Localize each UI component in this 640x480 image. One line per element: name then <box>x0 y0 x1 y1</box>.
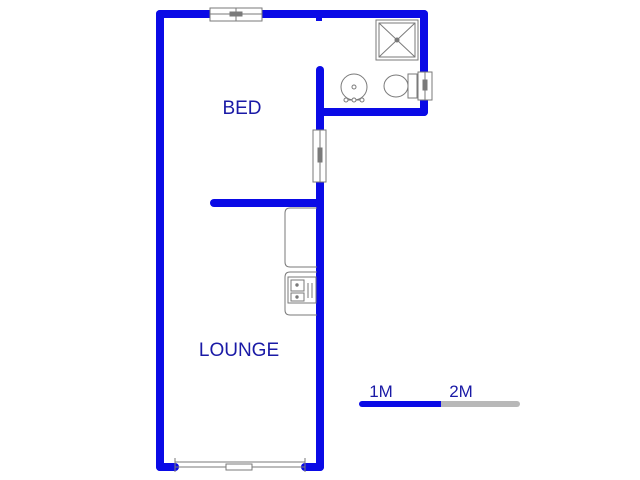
basin-icon <box>340 73 368 103</box>
window-icon <box>417 71 433 101</box>
kitchen-sink-icon <box>287 276 317 304</box>
window-icon <box>312 129 327 183</box>
door-icon <box>174 458 306 472</box>
window-icon <box>209 7 263 22</box>
scale-label-1m: 1M <box>369 382 393 401</box>
toilet-icon <box>383 73 418 99</box>
room-label-lounge: LOUNGE <box>199 340 279 361</box>
kitchen-counter <box>284 207 317 316</box>
shower-icon <box>375 19 419 61</box>
walls <box>156 10 428 471</box>
wall-stub <box>316 16 322 21</box>
scale-label-2m: 2M <box>449 382 473 401</box>
room-label-bed: BED <box>222 98 261 119</box>
scale-bar: 1M 2M <box>359 382 520 407</box>
